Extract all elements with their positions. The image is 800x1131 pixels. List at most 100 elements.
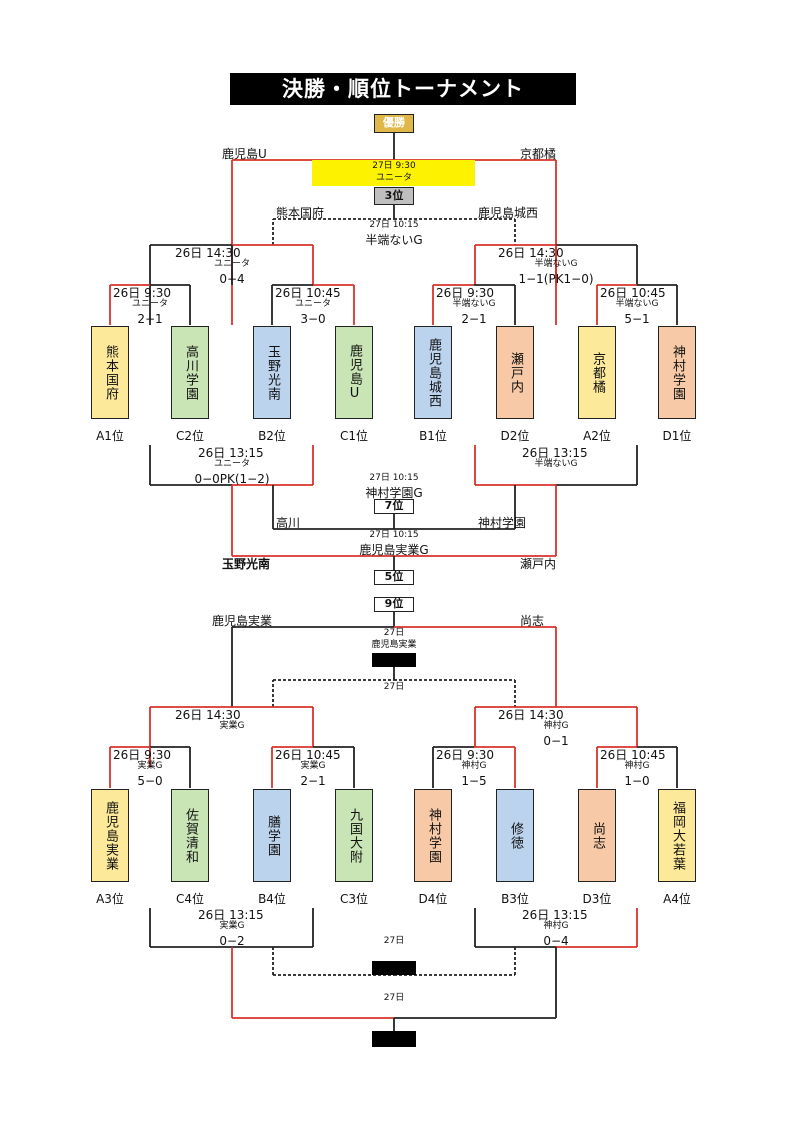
qf-time: 26日 9:30	[436, 286, 495, 300]
lower-qf-time: 26日 10:45	[600, 748, 666, 762]
final-time: 27日 9:30	[372, 161, 416, 171]
lower-semi-left-venue: 実業G	[219, 721, 245, 731]
lower-cons-right-score: 0−4	[543, 934, 569, 948]
lower-cons-left-score: 0−2	[219, 934, 245, 948]
team-name: 瀬戸内	[508, 351, 523, 394]
cons-right-time: 26日 13:15	[522, 446, 588, 460]
eleventh-time: 27日	[383, 682, 405, 692]
cons-left-time: 26日 13:15	[198, 446, 264, 460]
team-box: 鹿児島U	[335, 326, 373, 419]
winner-box: 優勝	[374, 114, 414, 133]
team-seed: A2位	[583, 429, 611, 443]
team-box: 膳学園	[253, 789, 291, 882]
team-name: 尚志	[590, 821, 605, 850]
semi-right-time: 26日 14:30	[498, 246, 564, 260]
ninth-result-box	[372, 653, 416, 667]
cons-right-venue: 半端ないG	[534, 459, 578, 469]
seventh-time: 27日 10:15	[369, 473, 419, 483]
lower-bottom-result-box	[372, 1031, 416, 1047]
ninth-place-box: 9位	[374, 597, 414, 612]
final-highlight	[312, 160, 475, 186]
lower-qf-score: 2−1	[300, 774, 326, 788]
lower-qf-venue: 神村G	[461, 761, 487, 771]
fifth-place-box: 5位	[374, 570, 414, 585]
third-place-box: 3位	[374, 187, 414, 205]
team-seed: A4位	[663, 892, 691, 906]
lower-cons-right-time: 26日 13:15	[522, 908, 588, 922]
team-seed: B1位	[419, 429, 447, 443]
team-box: 高川学園	[171, 326, 209, 419]
ninth-venue: 鹿児島実業	[371, 640, 417, 650]
team-seed: D4位	[418, 892, 448, 906]
lower-semi-right-venue: 神村G	[543, 721, 569, 731]
final-team-right: 京都橘	[520, 147, 557, 161]
team-name: 膳学園	[265, 814, 280, 857]
team-box: 京都橘	[578, 326, 616, 419]
team-seed: C3位	[339, 892, 369, 906]
fifth-team-right: 瀬戸内	[520, 557, 557, 571]
qf-score: 2−1	[137, 312, 163, 326]
qf-venue: ユニータ	[131, 299, 169, 309]
qf-venue: 半端ないG	[452, 299, 496, 309]
fifth-team-left: 玉野光南	[222, 557, 271, 571]
final-team-left: 鹿児島U	[222, 147, 267, 161]
lower-qf-time: 26日 9:30	[436, 748, 495, 762]
seventh-place-box: 7位	[374, 499, 414, 514]
lower-cons-left-venue: 実業G	[219, 921, 245, 931]
lower-semi-right-time: 26日 14:30	[498, 708, 564, 722]
team-name: 佐賀清和	[183, 807, 198, 864]
qf-venue: ユニータ	[294, 299, 332, 309]
lower-mid-time: 27日	[383, 936, 405, 946]
team-name: 京都橘	[590, 351, 605, 394]
lower-qf-score: 1−0	[624, 774, 650, 788]
ninth-team-right: 尚志	[520, 614, 545, 628]
lower-qf-score: 5−0	[137, 774, 163, 788]
qf-score: 5−1	[624, 312, 650, 326]
qf-time: 26日 10:45	[600, 286, 666, 300]
team-box: 鹿児島実業	[91, 789, 129, 882]
team-seed: A1位	[96, 429, 124, 443]
lower-qf-time: 26日 9:30	[113, 748, 172, 762]
cons-left-venue: ユニータ	[213, 459, 251, 469]
qf-time: 26日 10:45	[275, 286, 341, 300]
team-seed: C4位	[175, 892, 205, 906]
team-box: 神村学園	[414, 789, 452, 882]
third-time: 27日 10:15	[369, 220, 419, 230]
team-seed: B2位	[258, 429, 286, 443]
seventh-venue: 神村学園G	[365, 486, 423, 500]
qf-time: 26日 9:30	[113, 286, 172, 300]
team-box: 玉野光南	[253, 326, 291, 419]
team-box: 修徳	[496, 789, 534, 882]
lower-cons-left-time: 26日 13:15	[198, 908, 264, 922]
seventh-team-left: 高川	[276, 516, 301, 530]
team-seed: A3位	[96, 892, 124, 906]
lower-cons-right-venue: 神村G	[543, 921, 569, 931]
ninth-time: 27日	[383, 628, 405, 638]
team-box: 尚志	[578, 789, 616, 882]
semi-left-time: 26日 14:30	[175, 246, 241, 260]
final-venue: ユニータ	[375, 173, 413, 183]
team-name: 鹿児島U	[347, 343, 362, 402]
semi-left-score: 0−4	[219, 272, 245, 286]
team-name: 修徳	[508, 821, 523, 850]
team-name: 神村学園	[426, 807, 441, 864]
team-seed: B4位	[258, 892, 286, 906]
team-box: 神村学園	[658, 326, 696, 419]
team-seed: C1位	[339, 429, 369, 443]
team-name: 神村学園	[670, 344, 685, 401]
third-team-left: 熊本国府	[276, 206, 325, 220]
team-name: 高川学園	[183, 344, 198, 401]
team-name: 鹿児島実業	[103, 800, 118, 871]
lower-mid-result-box	[372, 961, 416, 975]
team-box: 福岡大若葉	[658, 789, 696, 882]
cons-left-score: 0−0PK(1−2)	[194, 472, 270, 486]
team-name: 熊本国府	[103, 344, 118, 401]
fifth-time: 27日 10:15	[369, 530, 419, 540]
team-name: 鹿児島城西	[426, 337, 441, 408]
lower-qf-score: 1−5	[461, 774, 487, 788]
lower-qf-venue: 実業G	[137, 761, 163, 771]
semi-right-score: 1−1(PK1−0)	[518, 272, 594, 286]
team-name: 玉野光南	[265, 344, 280, 401]
team-seed: B3位	[501, 892, 529, 906]
team-box: 佐賀清和	[171, 789, 209, 882]
